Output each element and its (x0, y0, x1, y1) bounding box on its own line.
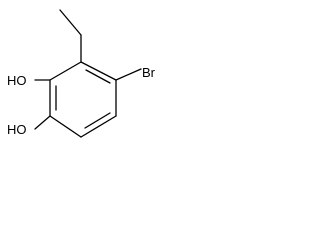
double-bond-inner-2 (84, 112, 111, 129)
hydroxyl-bottom-label: HO (7, 122, 27, 137)
bond-ethyl-ch3 (59, 9, 82, 36)
bond-ring-1 (80, 61, 117, 81)
structure-diagram: Br HO HO (0, 0, 189, 184)
bond-to-hydroxyl-bottom (34, 115, 51, 130)
bond-ring-3 (80, 115, 117, 138)
molecule-svg: Br HO HO (7, 9, 156, 138)
hydroxyl-top-label: HO (7, 73, 27, 88)
bond-ring-4 (49, 115, 82, 138)
double-bond-inner-1 (85, 69, 111, 84)
bond-ring-6 (49, 61, 82, 81)
bond-to-bromine (115, 68, 142, 81)
bromine-label: Br (142, 65, 156, 80)
